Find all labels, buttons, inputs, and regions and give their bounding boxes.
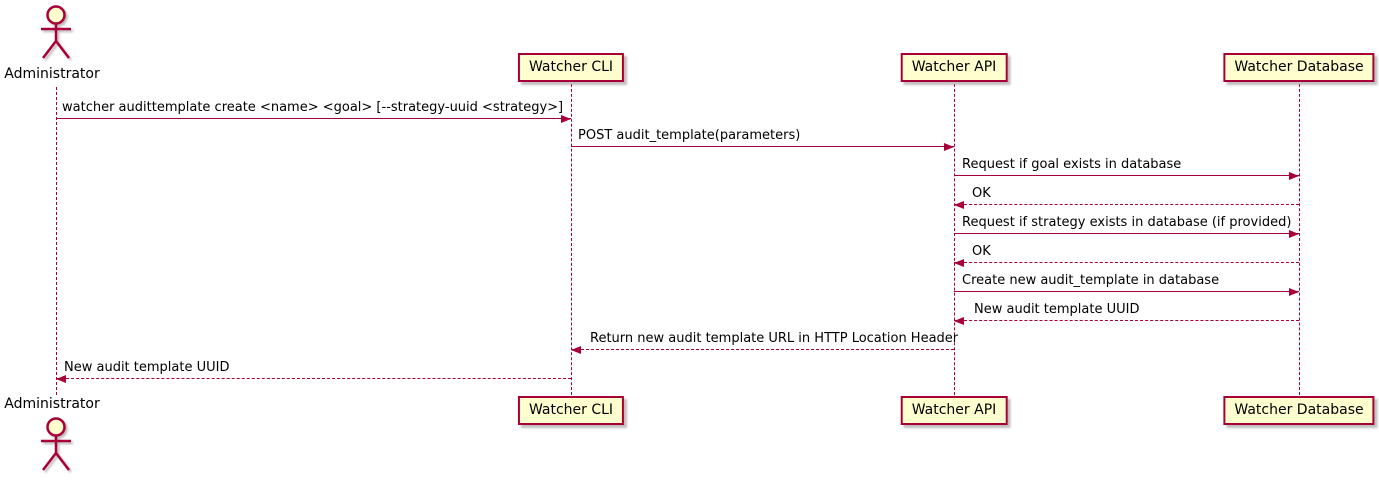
lifeline-watcher-cli (571, 84, 572, 395)
participant-watcher-database-bottom: Watcher Database (1223, 396, 1375, 425)
actor-icon (41, 417, 71, 471)
message-arrow-1 (56, 115, 571, 123)
message-label-1: watcher audittemplate create <name> <goa… (62, 100, 564, 115)
participant-watcher-api-top: Watcher API (900, 53, 1008, 82)
participant-watcher-database-top: Watcher Database (1223, 53, 1375, 82)
lifeline-watcher-database (1299, 84, 1300, 395)
arrowhead-left-icon (56, 375, 66, 383)
message-label-6: OK (972, 244, 991, 259)
message-arrow-2 (571, 143, 954, 151)
arrowhead-left-icon (571, 346, 581, 354)
arrowhead-right-icon (1289, 288, 1299, 296)
message-label-7: Create new audit_template in database (962, 273, 1220, 288)
message-arrow-7 (954, 288, 1299, 296)
message-label-5: Request if strategy exists in database (… (962, 215, 1292, 230)
message-arrow-5 (954, 230, 1299, 238)
message-arrow-9 (571, 346, 954, 354)
message-label-8: New audit template UUID (974, 302, 1140, 317)
message-label-4: OK (972, 186, 991, 201)
message-label-3: Request if goal exists in database (962, 157, 1182, 172)
actor-label-bottom: Administrator (4, 396, 100, 412)
message-arrow-6 (954, 259, 1299, 267)
message-arrow-10 (56, 375, 571, 383)
message-label-9: Return new audit template URL in HTTP Lo… (590, 331, 959, 346)
arrowhead-right-icon (944, 143, 954, 151)
message-arrow-3 (954, 172, 1299, 180)
message-arrow-4 (954, 201, 1299, 209)
participant-watcher-api-bottom: Watcher API (900, 396, 1008, 425)
arrowhead-left-icon (954, 317, 964, 325)
arrowhead-right-icon (1289, 172, 1299, 180)
message-arrow-8 (954, 317, 1299, 325)
actor-icon (41, 5, 71, 59)
arrowhead-right-icon (1289, 230, 1299, 238)
lifeline-administrator (56, 87, 57, 395)
participant-watcher-cli-bottom: Watcher CLI (517, 396, 625, 425)
participant-watcher-cli-top: Watcher CLI (517, 53, 625, 82)
arrowhead-left-icon (954, 259, 964, 267)
arrowhead-right-icon (561, 115, 571, 123)
arrowhead-left-icon (954, 201, 964, 209)
message-label-2: POST audit_template(parameters) (578, 128, 801, 143)
message-label-10: New audit template UUID (64, 360, 230, 375)
actor-label-top: Administrator (4, 66, 100, 82)
lifeline-watcher-api (954, 84, 955, 395)
